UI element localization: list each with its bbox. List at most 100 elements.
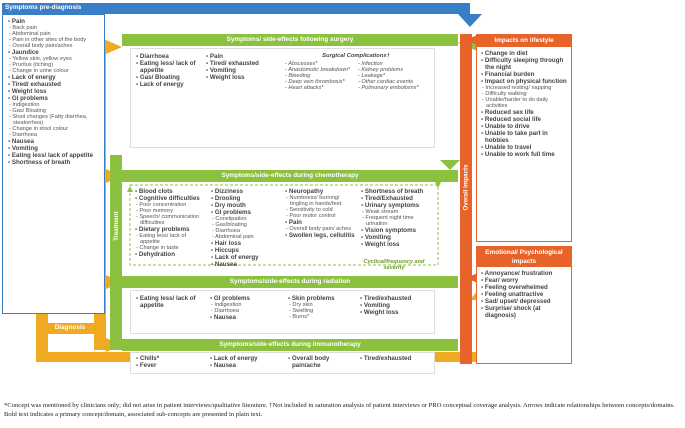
surgery-col1: DiarrhoeaEating less/ lack of appetiteGa… bbox=[135, 53, 197, 88]
concept-item: Unable to take part in hobbies bbox=[480, 130, 568, 144]
radiation-col4: Tired/exhaustedVomitingWeight loss bbox=[359, 295, 429, 316]
concept-item: Kidney problems bbox=[356, 67, 428, 73]
sub-concept-item: Poor motor control bbox=[284, 213, 356, 219]
concept-item: Chills* bbox=[135, 355, 201, 362]
sub-concept-item: Increased resting/ napping bbox=[480, 85, 568, 91]
surgery-header: Symptoms/ side-effects following surgery bbox=[226, 36, 354, 43]
sub-concept-item: Change in taste bbox=[134, 245, 206, 251]
concept-item: Nausea bbox=[209, 362, 275, 369]
surgical-complications: Surgical Complications† Abscesses*Anasto… bbox=[281, 53, 431, 91]
concept-item: Unable to drive bbox=[480, 123, 568, 130]
sub-concept-item: Swelling bbox=[287, 308, 353, 314]
sub-concept-item: Diarrhoea bbox=[7, 132, 101, 138]
concept-item: Dehydration bbox=[134, 251, 206, 258]
sub-concept-item: Diarrhoea bbox=[209, 308, 275, 314]
sub-concept-item: Poor concentration bbox=[134, 202, 206, 208]
complications-col2: InfectionKidney problemsLeakage*Other ca… bbox=[356, 61, 428, 91]
concept-item: Weight loss bbox=[7, 88, 101, 95]
cyclical-dashed-frame bbox=[129, 184, 439, 266]
orange-arrowhead-surgery bbox=[106, 40, 122, 54]
pre-diagnosis-header: Symptoms pre-diagnosis bbox=[5, 4, 82, 11]
concept-item: Hiccups bbox=[210, 247, 282, 254]
concept-item: Reduced social life bbox=[480, 116, 568, 123]
concept-item: Skin problems bbox=[287, 295, 353, 302]
footnote: *Concept was mentioned by clinicians onl… bbox=[4, 402, 675, 418]
cyclical-arrow-up bbox=[127, 186, 133, 192]
concept-item: Tired/exhausted bbox=[359, 295, 429, 302]
lifestyle-box: Impacts on lifestyle Change in dietDiffi… bbox=[476, 34, 572, 242]
concept-item: Dry mouth bbox=[210, 202, 282, 209]
concept-item: Heart attacks* bbox=[283, 85, 353, 91]
concept-item: GI problems bbox=[209, 295, 275, 302]
treatment-bar bbox=[110, 155, 122, 350]
concept-item: Shortness of breath bbox=[7, 159, 101, 166]
concept-item: Urinary symptoms bbox=[360, 202, 432, 209]
concept-item: Vomiting bbox=[205, 67, 267, 74]
concept-item: Eating less/ lack of appetite bbox=[135, 295, 201, 309]
sub-concept-item: Unable/harder to do daily activities bbox=[480, 97, 568, 109]
sub-concept-item: Poor memory bbox=[134, 208, 206, 214]
concept-item: Tired/Exhausted bbox=[360, 195, 432, 202]
sub-concept-item: Change in stool colour bbox=[7, 126, 101, 132]
concept-item: Vomiting bbox=[360, 234, 432, 241]
surgery-col2: PainTired/ exhaustedVomitingWeight loss bbox=[205, 53, 267, 81]
concept-item: Other cardiac events bbox=[356, 79, 428, 85]
concept-item: Jaundice bbox=[7, 49, 101, 56]
concept-item: Pain bbox=[284, 219, 356, 226]
immuno-col2: Lack of energyNausea bbox=[209, 355, 275, 369]
concept-item: Drooling bbox=[210, 195, 282, 202]
concept-item: Lack of energy bbox=[209, 355, 275, 362]
concept-item: Unable to travel bbox=[480, 144, 568, 151]
sub-concept-item: Yellow skin, yellow eyes bbox=[7, 56, 101, 62]
sub-concept-item: Change in urine colour bbox=[7, 68, 101, 74]
concept-item: Dizziness bbox=[210, 188, 282, 195]
concept-item: Deep vein thrombosis* bbox=[283, 79, 353, 85]
chemo-header: Symptoms/side-effects during chemotherap… bbox=[221, 172, 359, 179]
overall-impacts-bar: Overall impacts bbox=[460, 34, 472, 364]
concept-item: Dietary problems bbox=[134, 226, 206, 233]
sub-concept-item: Pain in other sites of the body bbox=[7, 37, 101, 43]
sub-concept-item: Eating less/ lack of appetite bbox=[134, 233, 206, 245]
concept-item: Surprise/ shock (at diagnosis) bbox=[480, 305, 568, 319]
immuno-col3: Overall body pain/ache bbox=[287, 355, 353, 369]
concept-item: Tired/ exhausted bbox=[205, 60, 267, 67]
sub-concept-item: Constipation bbox=[210, 216, 282, 222]
immuno-col1: Chills*Fever bbox=[135, 355, 201, 369]
concept-item: Eating less/ lack of appetite bbox=[7, 152, 101, 159]
concept-item: Blood clots bbox=[134, 188, 206, 195]
concept-item: Nausea bbox=[209, 314, 275, 321]
concept-item: Unable to work full time bbox=[480, 151, 568, 158]
chemo-col4: Shortness of breathTired/ExhaustedUrinar… bbox=[360, 188, 432, 248]
sub-concept-item: Difficulty walking bbox=[480, 91, 568, 97]
concept-item: GI problems bbox=[7, 95, 101, 102]
sub-concept-item: Stool changes (Fatty diarrhea, steatorrh… bbox=[7, 114, 101, 126]
pre-diagnosis-list: PainBack painAbdominal painPain in other… bbox=[3, 15, 104, 166]
chemo-col1: Blood clotsCognitive difficultiesPoor co… bbox=[134, 188, 206, 258]
immuno-header: Symptoms/side-effects during immunothera… bbox=[219, 341, 361, 348]
concept-item: Nausea bbox=[210, 261, 282, 268]
sub-concept-item: Gas/ Bloating bbox=[7, 108, 101, 114]
concept-item: Nausea bbox=[7, 138, 101, 145]
concept-item: Feeling overwhelmed bbox=[480, 284, 568, 291]
concept-item: Cognitive difficulties bbox=[134, 195, 206, 202]
cyclical-label: Cyclical/frequency and severity bbox=[363, 259, 425, 271]
emotional-list: Annoyance/ frustrationFear/ worryFeeling… bbox=[477, 267, 571, 319]
concept-item: Abscesses* bbox=[283, 61, 353, 67]
concept-item: Financial burden bbox=[480, 71, 568, 78]
overall-impacts-label: Overall impacts bbox=[462, 164, 470, 211]
radiation-col1: Eating less/ lack of appetite bbox=[135, 295, 201, 309]
concept-item: Lack of energy bbox=[210, 254, 282, 261]
orange-diagnosis-bar bbox=[48, 323, 94, 334]
chemo-box: Blood clotsCognitive difficultiesPoor co… bbox=[134, 188, 434, 268]
concept-item: Diarrhoea bbox=[135, 53, 197, 60]
sub-concept-item: Weak stream bbox=[360, 209, 432, 215]
sub-concept-item: Pruritus (itching) bbox=[7, 62, 101, 68]
concept-item: Lack of energy bbox=[7, 74, 101, 81]
surgery-box: DiarrhoeaEating less/ lack of appetiteGa… bbox=[130, 48, 435, 148]
concept-item: Bleeding bbox=[283, 73, 353, 79]
concept-item: Infection bbox=[356, 61, 428, 67]
sub-concept-item: Indigestion bbox=[209, 302, 275, 308]
concept-item: Vision symptoms bbox=[360, 227, 432, 234]
concept-item: Vomiting bbox=[7, 145, 101, 152]
immuno-header-bar: Symptoms/side-effects during immunothera… bbox=[122, 339, 458, 351]
